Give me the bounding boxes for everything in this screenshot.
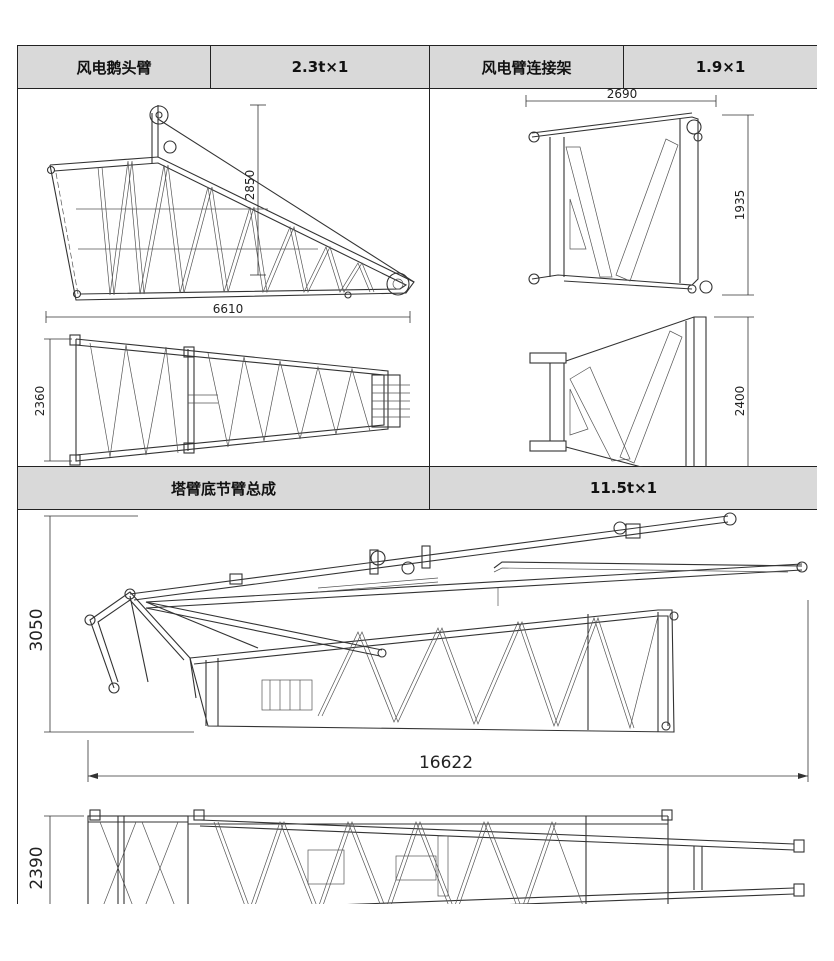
gooseneck-drawing: 2850 6610: [33, 104, 415, 466]
gooseneck-name-cell: 风电鹅头臂: [18, 46, 211, 89]
base-drawing-cell: 3050 16622: [18, 510, 817, 904]
base-height-dim: 3050: [27, 608, 47, 651]
connector-height-dim: 1935: [733, 190, 747, 221]
gooseneck-height-dim: 2850: [243, 170, 257, 201]
connector-side-dims: [525, 95, 754, 296]
connector-drawing: 2690 1935 2400: [525, 89, 754, 467]
base-top-view: [87, 809, 805, 904]
gooseneck-qty-cell: 2.3t×1: [211, 46, 430, 89]
spec-sheet: 风电鹅头臂 2.3t×1 风电臂连接架 1.9×1: [17, 45, 817, 904]
gooseneck-drawing-cell: 2850 6610: [18, 89, 430, 467]
gooseneck-top-view: [69, 334, 410, 466]
connector-name-cell: 风电臂连接架: [430, 46, 624, 89]
gooseneck-side-dims: [45, 104, 411, 323]
gooseneck-top-dims: [44, 338, 72, 462]
base-name: 塔臂底节臂总成: [170, 479, 276, 498]
base-qty-cell: 11.5t×1: [430, 467, 817, 510]
base-top-dims: [44, 815, 84, 904]
base-side-view: [84, 512, 808, 733]
gooseneck-side-view: [46, 105, 415, 301]
base-drawing: 3050 16622: [27, 512, 809, 904]
gooseneck-name: 风电鹅头臂: [76, 58, 152, 77]
connector-qty-cell: 1.9×1: [624, 46, 817, 89]
base-qty: 11.5t×1: [589, 479, 658, 497]
base-side-dims: [44, 515, 809, 782]
connector-drawing-cell: 2690 1935 2400: [430, 89, 817, 467]
base-name-cell: 塔臂底节臂总成: [18, 467, 430, 510]
base-width-dim: 2390: [27, 846, 47, 889]
connector-qty: 1.9×1: [695, 58, 746, 76]
base-length-dim: 16622: [419, 753, 473, 773]
connector-name: 风电臂连接架: [481, 58, 572, 77]
connector-width-dim: 2400: [733, 386, 747, 417]
gooseneck-qty: 2.3t×1: [291, 58, 349, 76]
connector-side-view: [528, 112, 713, 294]
connector-top-dims: [714, 316, 754, 467]
gooseneck-tip-pulleys: [371, 374, 410, 428]
gooseneck-length-dim: 6610: [213, 302, 244, 316]
connector-length-dim: 2690: [607, 89, 638, 101]
gooseneck-width-dim: 2360: [33, 386, 47, 417]
connector-top-view: [529, 316, 707, 467]
